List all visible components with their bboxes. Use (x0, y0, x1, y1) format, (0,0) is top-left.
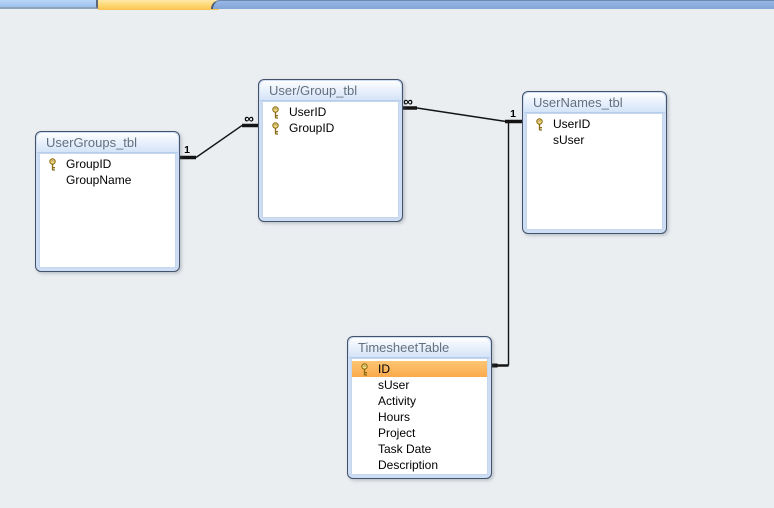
primary-key-icon (263, 105, 286, 119)
field-row-user-group-tbl-groupid[interactable]: GroupID (263, 120, 398, 136)
field-name: Activity (378, 394, 417, 408)
field-name: UserID (289, 105, 327, 119)
relationship-usernames-tbl-to-timesheettable[interactable] (491, 123, 510, 368)
relationship-line-segment[interactable] (195, 124, 243, 159)
field-row-timesheettable-description[interactable]: Description (352, 457, 487, 473)
primary-key-icon (527, 117, 550, 131)
table-title-user-group-tbl[interactable]: User/Group_tbl (260, 81, 401, 101)
field-name: sUser (553, 133, 585, 147)
table-title-timesheettable[interactable]: TimesheetTable (349, 338, 490, 358)
field-name: Task Date (378, 442, 432, 456)
relationship-usergroups-tbl-to-user-group-tbl[interactable]: 1∞ (178, 111, 259, 160)
field-name: GroupName (66, 173, 132, 187)
relationship-line-segment[interactable] (416, 107, 507, 123)
table-field-list-usergroups-tbl: GroupID GroupName (39, 153, 176, 268)
field-row-usergroups-tbl-groupname[interactable]: GroupName (40, 172, 175, 188)
field-name: GroupID (289, 121, 335, 135)
field-row-user-group-tbl-userid[interactable]: UserID (263, 104, 398, 120)
field-row-timesheettable-activity[interactable]: Activity (352, 393, 487, 409)
field-name: Description (378, 458, 439, 472)
field-row-timesheettable-suser[interactable]: sUser (352, 377, 487, 393)
primary-key-icon (352, 362, 375, 376)
table-field-list-usernames-tbl: UserID sUser (526, 113, 663, 230)
field-name: GroupID (66, 157, 112, 171)
primary-key-icon (40, 157, 63, 171)
document-tab-bar (211, 0, 774, 9)
field-name: sUser (378, 378, 410, 392)
table-title-usernames-tbl[interactable]: UserNames_tbl (524, 93, 665, 113)
field-row-usergroups-tbl-groupid[interactable]: GroupID (40, 156, 175, 172)
field-row-usernames-tbl-userid[interactable]: UserID (527, 116, 662, 132)
cardinality-label: ∞ (244, 111, 254, 126)
field-name: Project (378, 426, 416, 440)
table-title-usergroups-tbl[interactable]: UserGroups_tbl (37, 133, 178, 153)
field-row-usernames-tbl-suser[interactable]: sUser (527, 132, 662, 148)
field-row-timesheettable-id[interactable]: ID (352, 361, 487, 377)
window-chrome-strip (0, 0, 774, 12)
field-row-timesheettable-hours[interactable]: Hours (352, 409, 487, 425)
cardinality-label: 1 (510, 108, 516, 120)
ribbon-edge-left (0, 0, 98, 9)
primary-key-icon (263, 121, 286, 135)
relationship-user-group-tbl-to-usernames-tbl[interactable]: ∞1 (400, 94, 523, 124)
field-name: ID (378, 362, 390, 376)
cardinality-label: ∞ (403, 94, 413, 109)
cardinality-label: 1 (184, 144, 190, 156)
active-tab-edge (98, 0, 219, 10)
field-row-timesheettable-project[interactable]: Project (352, 425, 487, 441)
field-name: UserID (553, 117, 591, 131)
table-field-list-user-group-tbl: UserID GroupID (262, 101, 399, 218)
field-name: Hours (378, 410, 411, 424)
field-row-timesheettable-task-date[interactable]: Task Date (352, 441, 487, 457)
